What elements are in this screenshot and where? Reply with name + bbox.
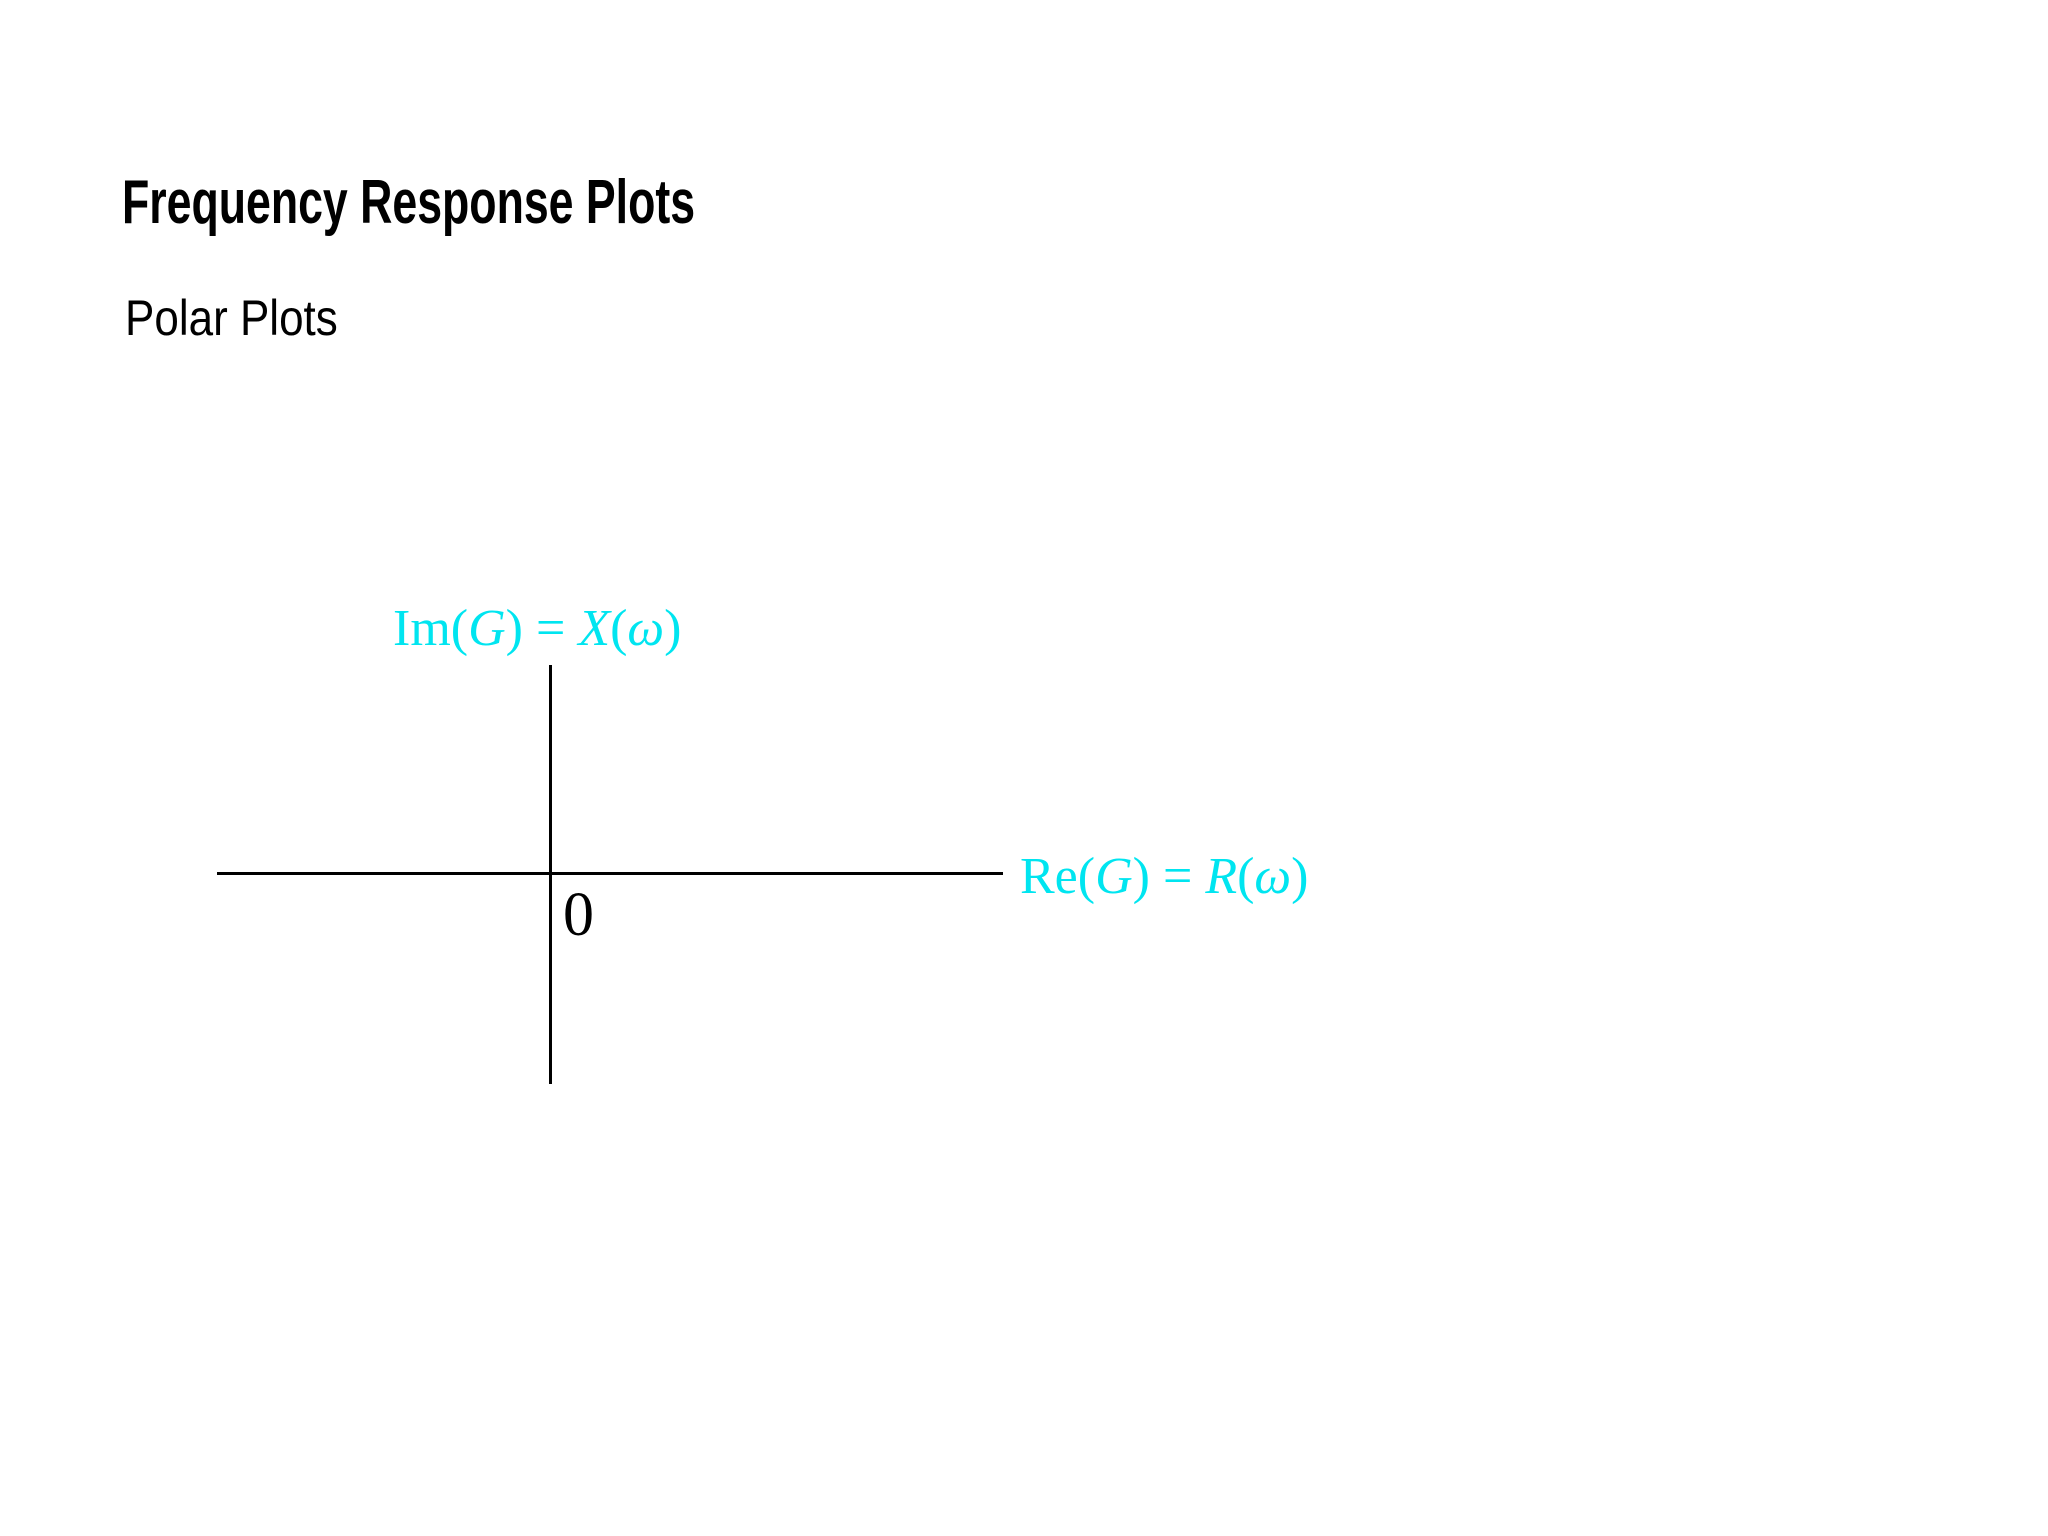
page-subtitle: Polar Plots [125, 290, 338, 346]
label-part: ( [610, 600, 628, 657]
label-part: ( [1237, 848, 1255, 905]
label-part: R [1205, 848, 1238, 905]
label-part: ) [1291, 848, 1309, 905]
real-axis-line [217, 872, 1003, 875]
real-axis-label: Re(G) = R(ω) [1020, 851, 1308, 903]
label-part: X [578, 600, 611, 657]
label-part: G [1095, 848, 1133, 905]
label-part: G [468, 600, 506, 657]
label-part: Im( [393, 600, 469, 657]
label-part: ) = [505, 600, 579, 657]
label-part: ω [1254, 848, 1292, 905]
label-part: ) [664, 600, 682, 657]
page-title: Frequency Response Plots [122, 168, 696, 237]
origin-label: 0 [563, 881, 594, 949]
label-part: ) = [1132, 848, 1206, 905]
label-part: ω [627, 600, 665, 657]
label-part: Re( [1020, 848, 1096, 905]
imaginary-axis-label: Im(G) = X(ω) [393, 603, 681, 655]
